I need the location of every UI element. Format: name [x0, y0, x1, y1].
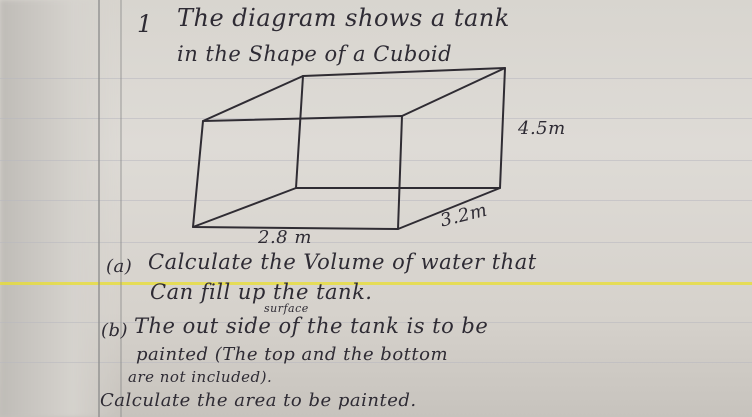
- part-a-marker: (a): [106, 256, 133, 277]
- ruled-line: [0, 78, 752, 79]
- background-blur: [0, 0, 120, 417]
- part-b-insert-word: surface: [264, 302, 309, 315]
- ruled-line: [0, 200, 752, 201]
- margin-line: [120, 0, 122, 417]
- part-b-line-2: painted (The top and the bottom: [136, 344, 449, 365]
- part-a-line-1: Calculate the Volume of water that: [148, 250, 537, 274]
- part-b-line-4: Calculate the area to be painted.: [100, 390, 417, 411]
- ruled-line: [0, 118, 752, 119]
- question-number: 1: [137, 10, 153, 38]
- ruled-line: [0, 242, 752, 243]
- part-b-line-1: The out side of the tank is to be: [134, 314, 489, 338]
- ruled-line: [0, 160, 752, 161]
- ruled-line: [0, 322, 752, 323]
- intro-line-1: The diagram shows a tank: [177, 4, 510, 32]
- intro-line-2: in the Shape of a Cuboid: [177, 42, 453, 66]
- margin-line: [98, 0, 100, 417]
- part-a-line-2: Can fill up the tank.: [150, 280, 373, 304]
- part-b-marker: (b): [101, 320, 129, 341]
- height-label: 4.5m: [518, 118, 566, 139]
- ruled-line: [0, 362, 752, 363]
- length-label: 2.8 m: [258, 227, 312, 248]
- yellow-ruled-line: [0, 282, 752, 285]
- part-b-line-3: are not included).: [128, 368, 273, 386]
